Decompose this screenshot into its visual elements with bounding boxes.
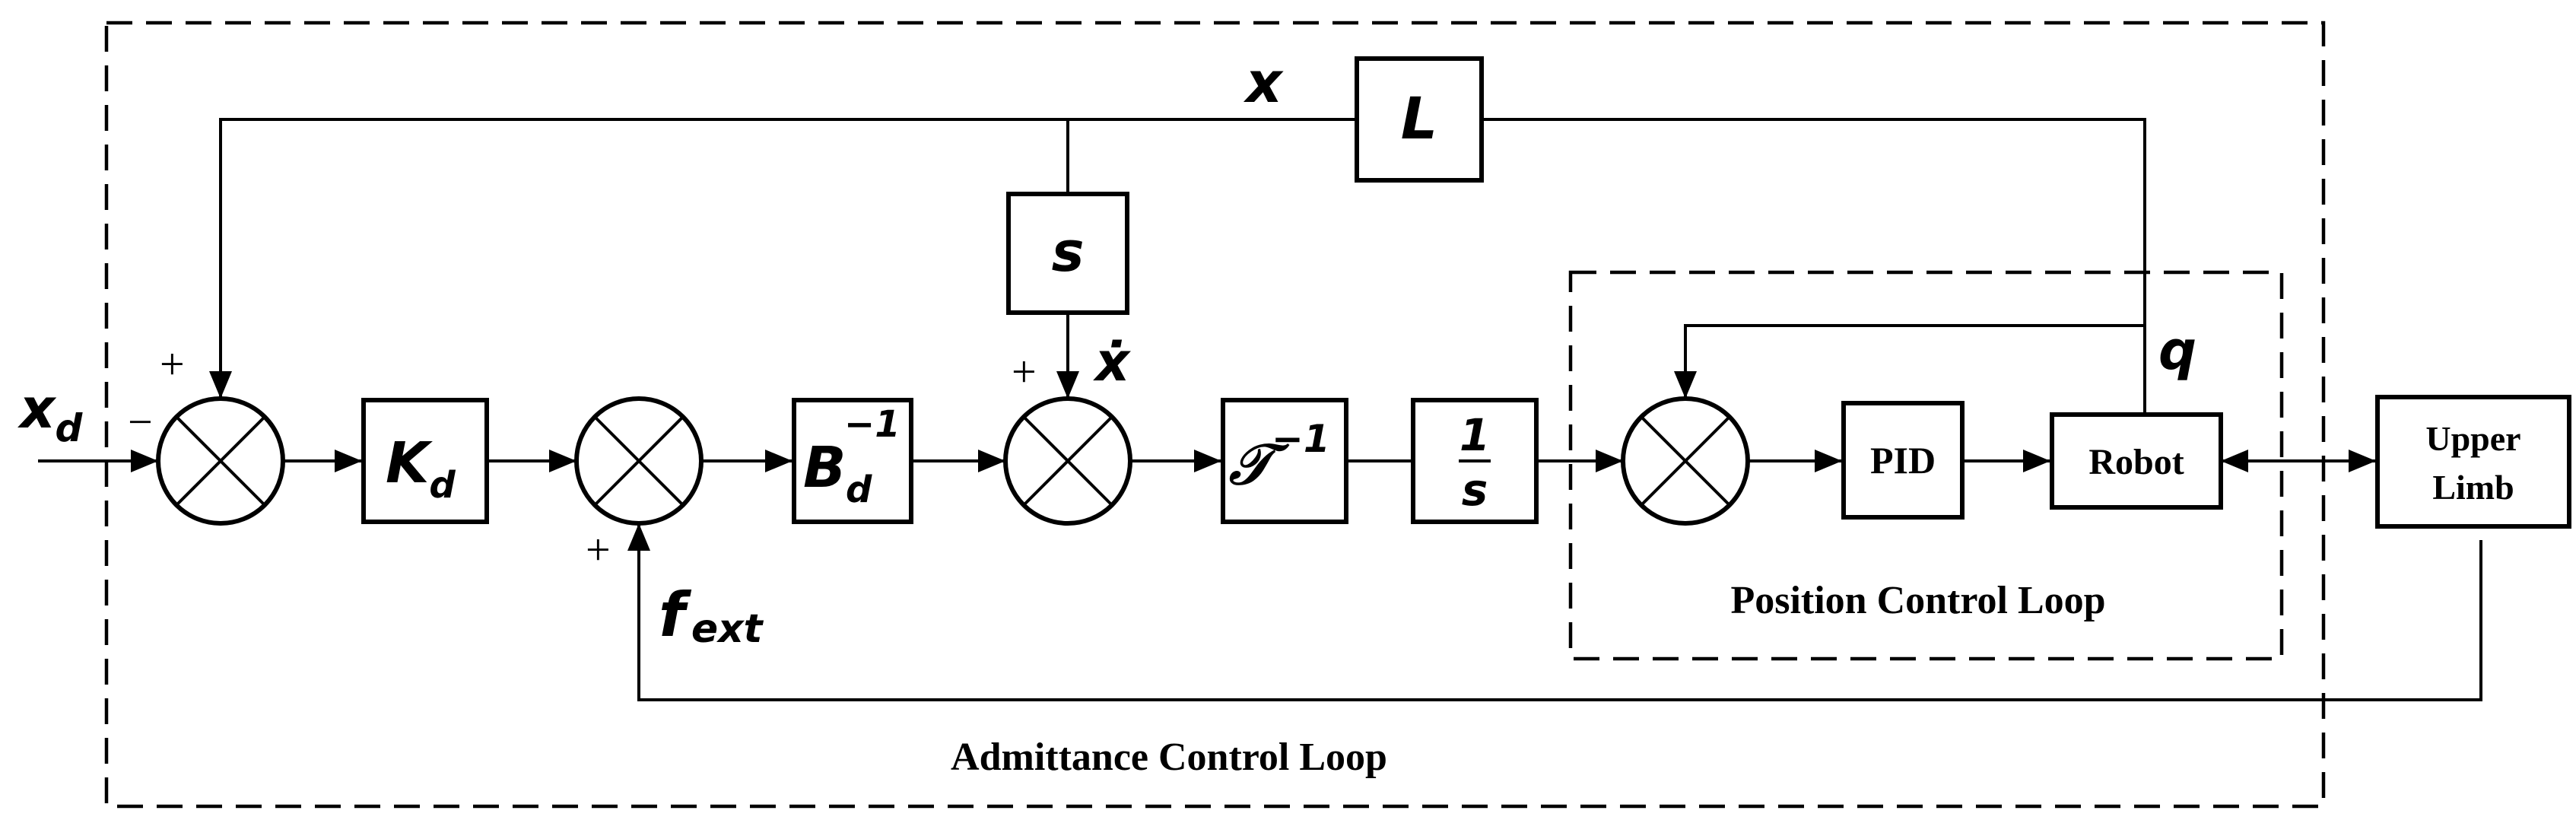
- wire-fext-feedback: [627, 523, 2482, 701]
- svg-text:Upper: Upper: [2425, 419, 2520, 458]
- svg-text:s: s: [1052, 220, 1085, 284]
- wire-x-feedback: [209, 118, 1355, 399]
- sum3-plus-sign: +: [1012, 347, 1037, 396]
- block-s: s: [1006, 192, 1129, 315]
- svg-text:Robot: Robot: [2088, 442, 2184, 482]
- position-loop-label: Position Control Loop: [1730, 579, 2105, 622]
- sum1-minus-sign: −: [128, 397, 153, 447]
- svg-text:B: B: [803, 435, 846, 501]
- admittance-loop-label: Admittance Control Loop: [951, 736, 1387, 779]
- wire-robot-to-l: [1482, 118, 2146, 415]
- sum1-plus-sign: +: [160, 339, 185, 389]
- svg-text:Kd: Kd: [386, 431, 456, 507]
- svg-text:PID: PID: [1870, 439, 1936, 482]
- signal-x-label: x: [1243, 50, 1284, 116]
- signal-wires: [38, 118, 2482, 701]
- summing-junction-1: [156, 396, 285, 526]
- block-robot: Robot: [2050, 412, 2223, 510]
- signal-xdot-label: ẋ: [1093, 331, 1131, 393]
- block-jacobian-inverse: 𝒯 −1: [1221, 398, 1348, 524]
- block-l: L: [1355, 56, 1484, 183]
- wire-q-feedback: [1674, 324, 2145, 399]
- summing-junction-2: [574, 396, 704, 526]
- summing-junction-4: [1621, 396, 1750, 526]
- sum2-plus-sign: +: [586, 525, 611, 574]
- signal-q-label: q: [2158, 319, 2196, 382]
- block-kd: Kd: [361, 398, 489, 524]
- svg-text:s: s: [1462, 464, 1488, 516]
- signal-xd-label: xd: [17, 377, 83, 450]
- svg-text:−1: −1: [1272, 417, 1330, 461]
- summing-junction-3: [1003, 396, 1132, 526]
- svg-text:1: 1: [1460, 409, 1490, 461]
- block-integrator: 1 s: [1411, 398, 1539, 524]
- svg-text:−1: −1: [844, 403, 900, 446]
- svg-text:Limb: Limb: [2432, 468, 2514, 507]
- position-loop-boundary: [1568, 270, 2284, 661]
- block-pid: PID: [1841, 401, 1965, 520]
- svg-text:L: L: [1401, 84, 1437, 152]
- block-upper-limb: Upper Limb: [2375, 395, 2571, 529]
- admittance-loop-boundary: [104, 21, 2326, 809]
- block-bd-inverse: B −1 d: [792, 398, 913, 524]
- svg-text:d: d: [846, 469, 872, 511]
